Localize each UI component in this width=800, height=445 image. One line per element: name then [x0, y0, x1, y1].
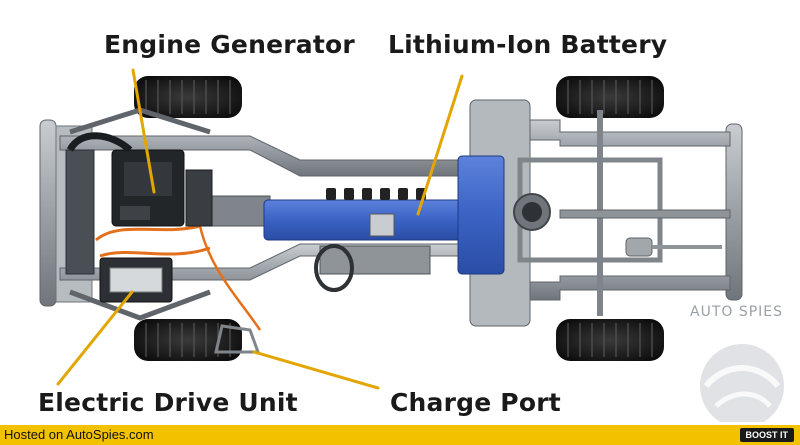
label-engine-generator: Engine Generator [104, 30, 355, 59]
lithium-ion-battery [263, 155, 505, 275]
footer-bar: Hosted on AutoSpies.com BOOST IT [0, 425, 800, 445]
rear-left-tire [556, 76, 664, 118]
label-electric-drive-unit: Electric Drive Unit [38, 388, 298, 417]
rear-right-tire [556, 319, 664, 361]
boost-it-button[interactable]: BOOST IT [739, 428, 794, 442]
chassis-diagram [39, 68, 743, 390]
leader-engine-generator [131, 68, 156, 194]
leader-battery [416, 74, 464, 216]
hosted-on-link[interactable]: Hosted on AutoSpies.com [4, 427, 154, 442]
leader-electric-drive-unit [56, 290, 134, 386]
watermark-text: AUTO SPIES [690, 304, 784, 320]
label-charge-port: Charge Port [390, 388, 561, 417]
label-lithium-ion-battery: Lithium-Ion Battery [388, 30, 668, 59]
watermark-globe-icon [700, 344, 784, 422]
leader-charge-port [252, 350, 380, 390]
front-left-tire [134, 76, 242, 118]
leader-lines [56, 68, 464, 390]
